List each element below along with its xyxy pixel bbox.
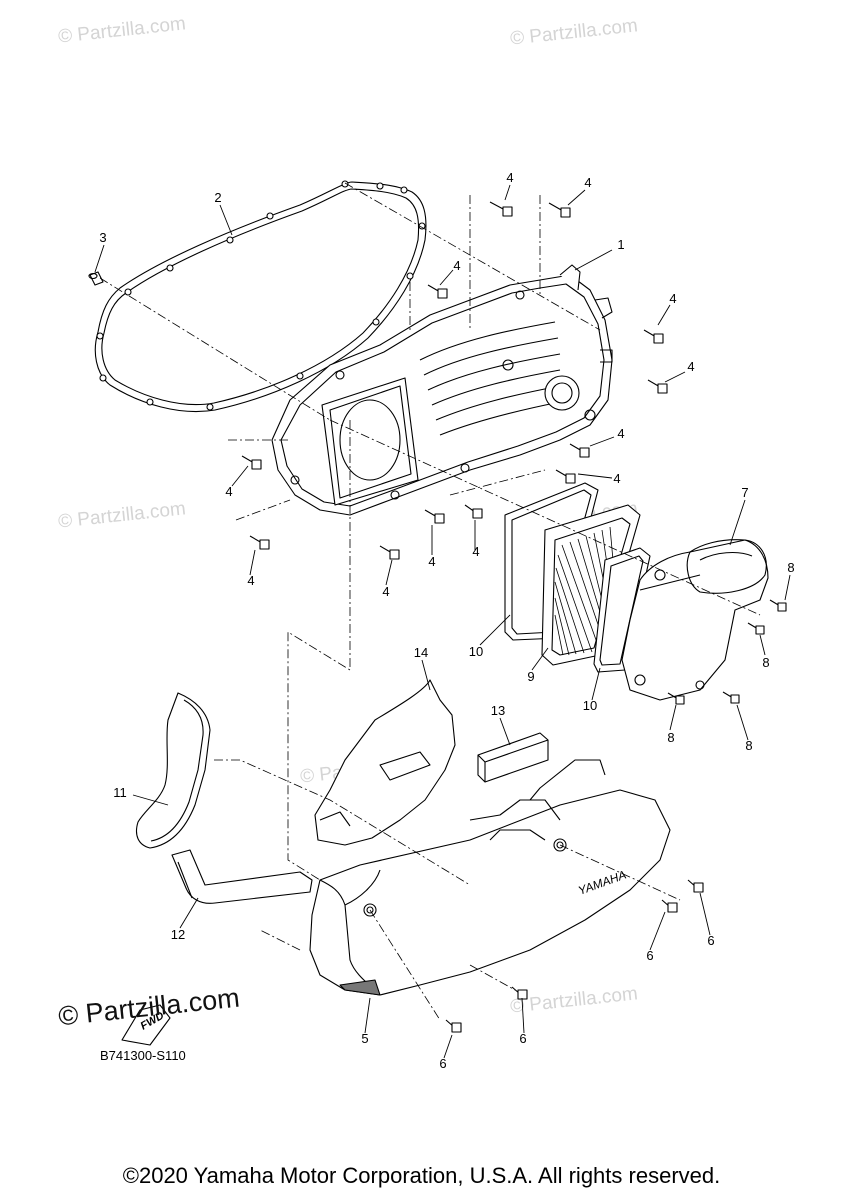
bolt-icon xyxy=(667,692,685,705)
callout-4: 4 xyxy=(613,471,620,486)
callout-13: 13 xyxy=(491,703,505,718)
callout-4: 4 xyxy=(428,554,435,569)
diagram-code: B741300-S110 xyxy=(100,1048,186,1063)
bolt-icon xyxy=(427,284,448,299)
bolt-icon xyxy=(687,879,704,893)
bolt-icon xyxy=(722,691,740,704)
callout-6: 6 xyxy=(646,948,653,963)
callout-4: 4 xyxy=(382,584,389,599)
callout-2: 2 xyxy=(214,190,221,205)
callout-4: 4 xyxy=(225,484,232,499)
callout-11: 11 xyxy=(113,785,127,800)
assembly-lines xyxy=(99,182,761,1021)
callout-4: 4 xyxy=(617,426,624,441)
callout-4: 4 xyxy=(687,359,694,374)
callout-4: 4 xyxy=(453,258,460,273)
callouts: 1 2 3 4 4 4 4 4 4 4 4 4 4 4 4 5 6 6 6 6 … xyxy=(99,170,794,1071)
bolt-icon xyxy=(249,535,270,550)
callout-4: 4 xyxy=(506,170,513,185)
callout-6: 6 xyxy=(439,1056,446,1071)
gasket-part-2 xyxy=(94,180,427,413)
leader-lines xyxy=(94,184,791,1059)
callout-12: 12 xyxy=(171,927,185,942)
lower-cover-part-5: YAMAHA xyxy=(309,759,671,996)
callout-9: 9 xyxy=(527,669,534,684)
callout-7: 7 xyxy=(741,485,748,500)
bolts xyxy=(241,201,787,1033)
copyright-text: ©2020 Yamaha Motor Corporation, U.S.A. A… xyxy=(122,1163,721,1188)
crankcase-cover-part-1 xyxy=(271,264,613,516)
callout-4: 4 xyxy=(472,544,479,559)
callout-4: 4 xyxy=(584,175,591,190)
callout-6: 6 xyxy=(707,933,714,948)
callout-4: 4 xyxy=(247,573,254,588)
callout-8: 8 xyxy=(762,655,769,670)
callout-6: 6 xyxy=(519,1031,526,1046)
bolt-icon xyxy=(661,899,678,913)
bolt-icon xyxy=(511,986,528,1000)
callout-5: 5 xyxy=(361,1031,368,1046)
bolt-icon xyxy=(769,599,787,612)
callout-10: 10 xyxy=(583,698,597,713)
bolt-icon xyxy=(643,329,664,344)
callout-1: 1 xyxy=(617,237,624,252)
bolt-icon xyxy=(379,545,400,560)
bolt-icon xyxy=(647,379,668,394)
pad-part-13 xyxy=(477,732,549,783)
cover-part-14 xyxy=(314,679,456,846)
bolt-icon xyxy=(445,1019,462,1033)
callout-8: 8 xyxy=(745,738,752,753)
bolt-icon xyxy=(424,509,445,524)
bolt-icon xyxy=(555,469,576,484)
intake-duct-part-7 xyxy=(621,539,769,701)
bolt-icon xyxy=(747,622,765,635)
callout-10: 10 xyxy=(469,644,483,659)
callout-3: 3 xyxy=(99,230,106,245)
bolt-icon xyxy=(548,202,571,218)
callout-8: 8 xyxy=(787,560,794,575)
seal-strip-part-11 xyxy=(135,692,211,849)
dowel-pin-part-3 xyxy=(88,271,104,286)
callout-8: 8 xyxy=(667,730,674,745)
callout-14: 14 xyxy=(414,645,428,660)
bolt-icon xyxy=(241,455,262,470)
bolt-icon xyxy=(569,443,590,458)
bolt-icon xyxy=(489,201,513,217)
callout-4: 4 xyxy=(669,291,676,306)
strip-part-12 xyxy=(171,849,313,904)
bolt-icon xyxy=(464,504,483,519)
fwd-arrow-icon: FWD xyxy=(121,1004,171,1046)
